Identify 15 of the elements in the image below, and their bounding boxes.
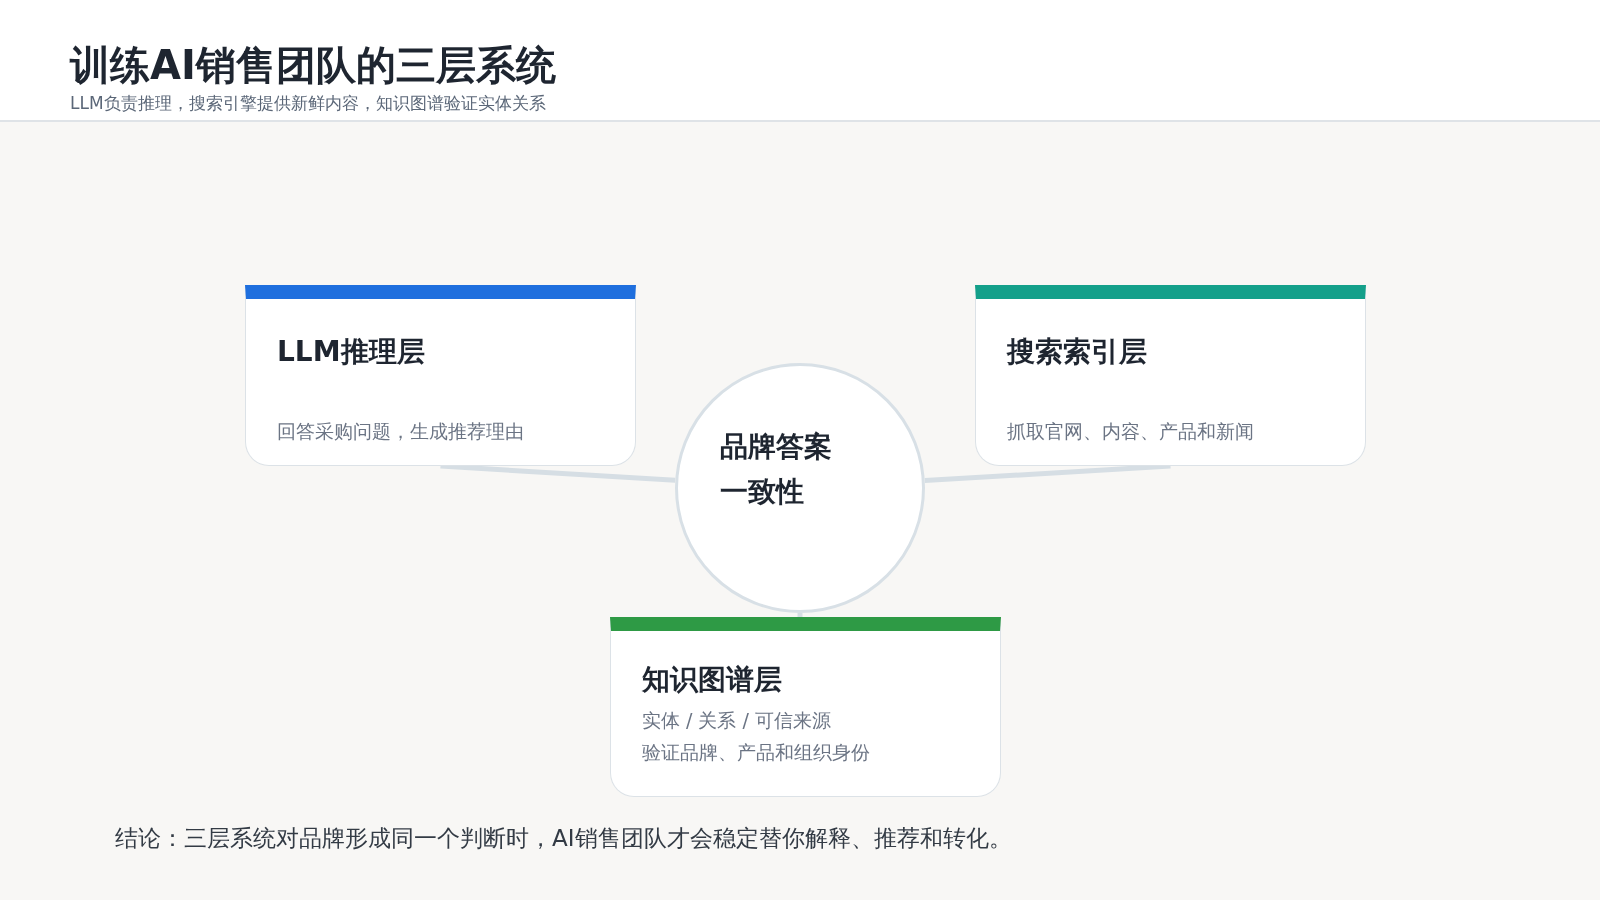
card-heading: LLM推理层	[277, 334, 425, 370]
card-heading: 知识图谱层	[642, 662, 782, 698]
connector-line	[797, 613, 803, 617]
subtitle: LLM负责推理，搜索引擎提供新鲜内容，知识图谱验证实体关系	[70, 92, 546, 115]
center-label: 品牌答案一致性	[720, 429, 833, 510]
layer-card	[245, 285, 636, 466]
card-description: 验证品牌、产品和组织身份	[642, 740, 870, 765]
card-description: 回答采购问题，生成推荐理由	[277, 419, 524, 444]
card-description: 实体 / 关系 / 可信来源	[642, 708, 831, 733]
title: 训练AI销售团队的三层系统	[70, 41, 556, 90]
conclusion-text: 结论：三层系统对品牌形成同一个判断时，AI销售团队才会稳定替你解释、推荐和转化。	[115, 824, 1012, 853]
layer-card	[975, 285, 1366, 466]
card-description: 抓取官网、内容、产品和新闻	[1007, 419, 1254, 444]
card-heading: 搜索索引层	[1007, 334, 1147, 370]
layer-card	[610, 617, 1001, 797]
